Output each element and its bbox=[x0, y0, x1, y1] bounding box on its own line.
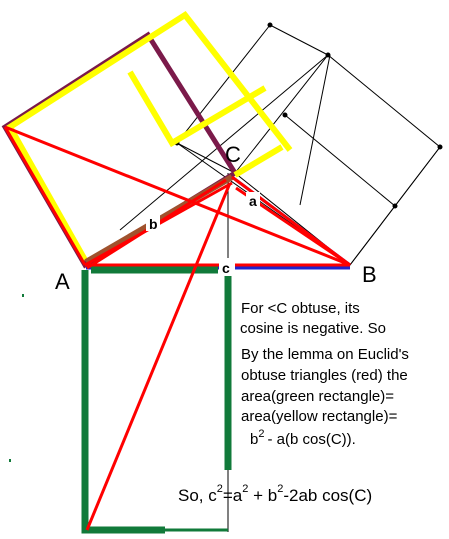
yellow-rect-inner bbox=[127, 70, 267, 148]
vertex-label-a: A bbox=[55, 269, 70, 294]
yellow-rect-outline bbox=[5, 10, 293, 262]
square-a-corner-dot-2 bbox=[325, 52, 331, 58]
red-line-down bbox=[85, 182, 232, 531]
explanation-line-1: For <C obtuse, its bbox=[241, 300, 360, 317]
green-rect-outline bbox=[81, 270, 165, 534]
square-a-top-edge bbox=[269, 24, 329, 56]
explanation-b: b bbox=[250, 431, 258, 448]
red-line-to-b bbox=[4, 125, 351, 267]
vertex-label-c: C bbox=[225, 142, 241, 167]
formula-mid-2: + b bbox=[248, 486, 277, 505]
explanation-rest: - a(b cos(C)). bbox=[267, 431, 355, 448]
explanation-b-exp: 2 bbox=[258, 428, 264, 440]
yellow-rectangle bbox=[5, 10, 293, 262]
side-label-a: a bbox=[249, 193, 257, 209]
formula-exp-1: 2 bbox=[217, 483, 223, 495]
formula-prefix: So, c bbox=[178, 486, 217, 505]
square-a-mid-dot bbox=[392, 203, 398, 209]
final-formula: So, c2=a2 + b2-2ab cos(C) bbox=[178, 483, 372, 505]
square-a-right-dot bbox=[437, 144, 443, 150]
side-label-b-bg bbox=[146, 213, 160, 231]
explanation-line-4: obtuse triangles (red) the bbox=[241, 367, 408, 384]
square-a-mid-line bbox=[299, 54, 331, 206]
side-label-a-bg bbox=[246, 192, 260, 208]
square-a-top-dot bbox=[267, 22, 273, 28]
explanation-text: For <C obtuse, its cosine is negative. S… bbox=[240, 300, 409, 448]
formula-mid-1: =a bbox=[223, 486, 243, 505]
side-label-c-bg bbox=[219, 258, 235, 276]
yellow-rect-stub bbox=[233, 144, 284, 178]
stray-dot-1 bbox=[22, 294, 24, 297]
vertex-label-b: B bbox=[362, 262, 377, 287]
formula-suffix: -2ab cos(C) bbox=[283, 486, 372, 505]
formula-exp-2: 2 bbox=[242, 483, 248, 495]
square-a-inner-edge bbox=[176, 24, 271, 144]
explanation-line-2: cosine is negative. So bbox=[240, 320, 386, 337]
side-label-c: c bbox=[222, 260, 230, 276]
formula-exp-3: 2 bbox=[277, 483, 283, 495]
square-a-cross-line bbox=[119, 54, 329, 231]
explanation-line-3: By the lemma on Euclid's bbox=[241, 346, 409, 363]
square-on-side-b bbox=[1, 31, 239, 269]
side-label-b: b bbox=[149, 216, 158, 232]
purple-square-outline bbox=[1, 31, 239, 269]
red-triangles bbox=[3, 125, 351, 531]
explanation-line-5: area(green rectangle)= bbox=[241, 388, 394, 405]
red-line-square-side bbox=[3, 126, 87, 266]
square-a-inner-line bbox=[284, 114, 396, 207]
explanation-line-7: b2- a(b cos(C)). bbox=[250, 428, 356, 448]
square-on-side-a bbox=[119, 22, 443, 532]
square-a-inner-dot bbox=[282, 112, 288, 118]
stray-dot-2 bbox=[9, 459, 11, 462]
explanation-line-6: area(yellow rectangle)= bbox=[241, 408, 398, 425]
green-rectangle bbox=[81, 266, 232, 534]
